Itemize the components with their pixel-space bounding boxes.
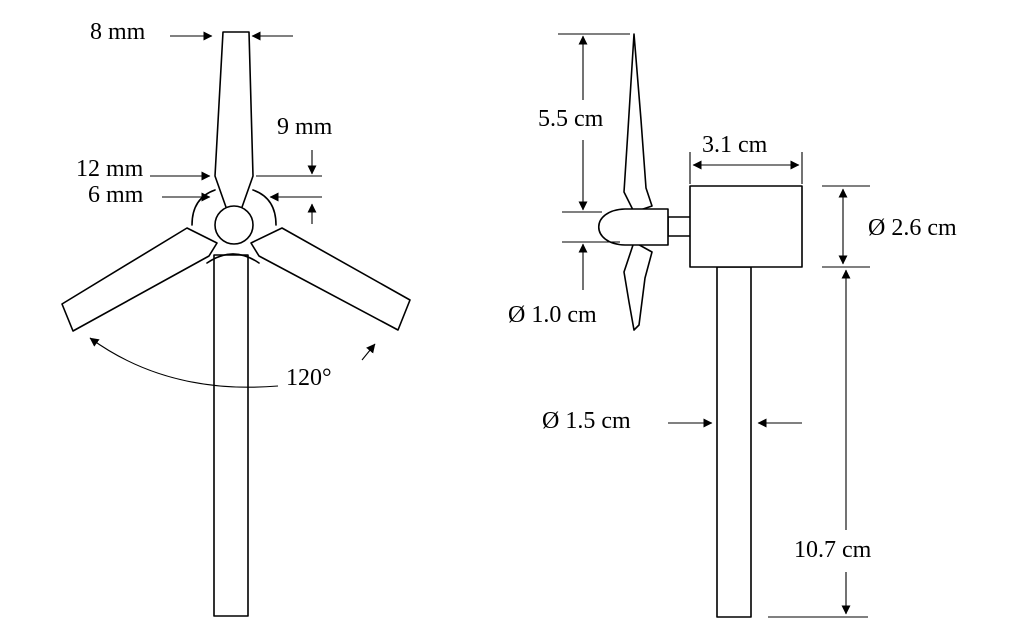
- tower-side: [716, 266, 752, 618]
- side-view: 5.5 cm 3.1 cm Ø 2.6 cm Ø 1.0 cm Ø 1.5 cm…: [508, 33, 957, 618]
- hub-diameter-label: Ø 1.0 cm: [508, 302, 597, 328]
- blade-inner-label: 12 mm: [76, 156, 144, 182]
- hub-gap-label: 6 mm: [88, 182, 144, 208]
- nacelle: [689, 185, 803, 268]
- blade-left: [61, 227, 218, 332]
- nacelle-length-label: 3.1 cm: [702, 132, 768, 158]
- blade-angle-label: 120°: [286, 365, 332, 391]
- tower-diameter-label: Ø 1.5 cm: [542, 408, 631, 434]
- blade-top: [214, 31, 254, 211]
- hub-front: [214, 205, 254, 245]
- tower-front: [213, 254, 249, 617]
- blade-profile-lower: [623, 241, 653, 331]
- blade-angle-arrow-right: [361, 343, 376, 361]
- hub-arc-right: [252, 189, 277, 226]
- blade-profile-upper: [623, 33, 653, 213]
- blade-length-label: 5.5 cm: [538, 106, 604, 132]
- tip-width-label: 8 mm: [90, 19, 146, 45]
- hub-arc-lower: [206, 253, 260, 264]
- hub-arc-left: [191, 189, 216, 226]
- front-view: 8 mm 9 mm 12 mm 6 mm 120°: [61, 19, 411, 617]
- nacelle-diameter-label: Ø 2.6 cm: [868, 215, 957, 241]
- root-width-label: 9 mm: [277, 114, 333, 140]
- shaft: [667, 216, 693, 237]
- hub-side: [598, 208, 669, 246]
- blade-right: [250, 227, 411, 331]
- tower-height-label: 10.7 cm: [794, 537, 872, 563]
- blade-angle-arc: [89, 337, 279, 388]
